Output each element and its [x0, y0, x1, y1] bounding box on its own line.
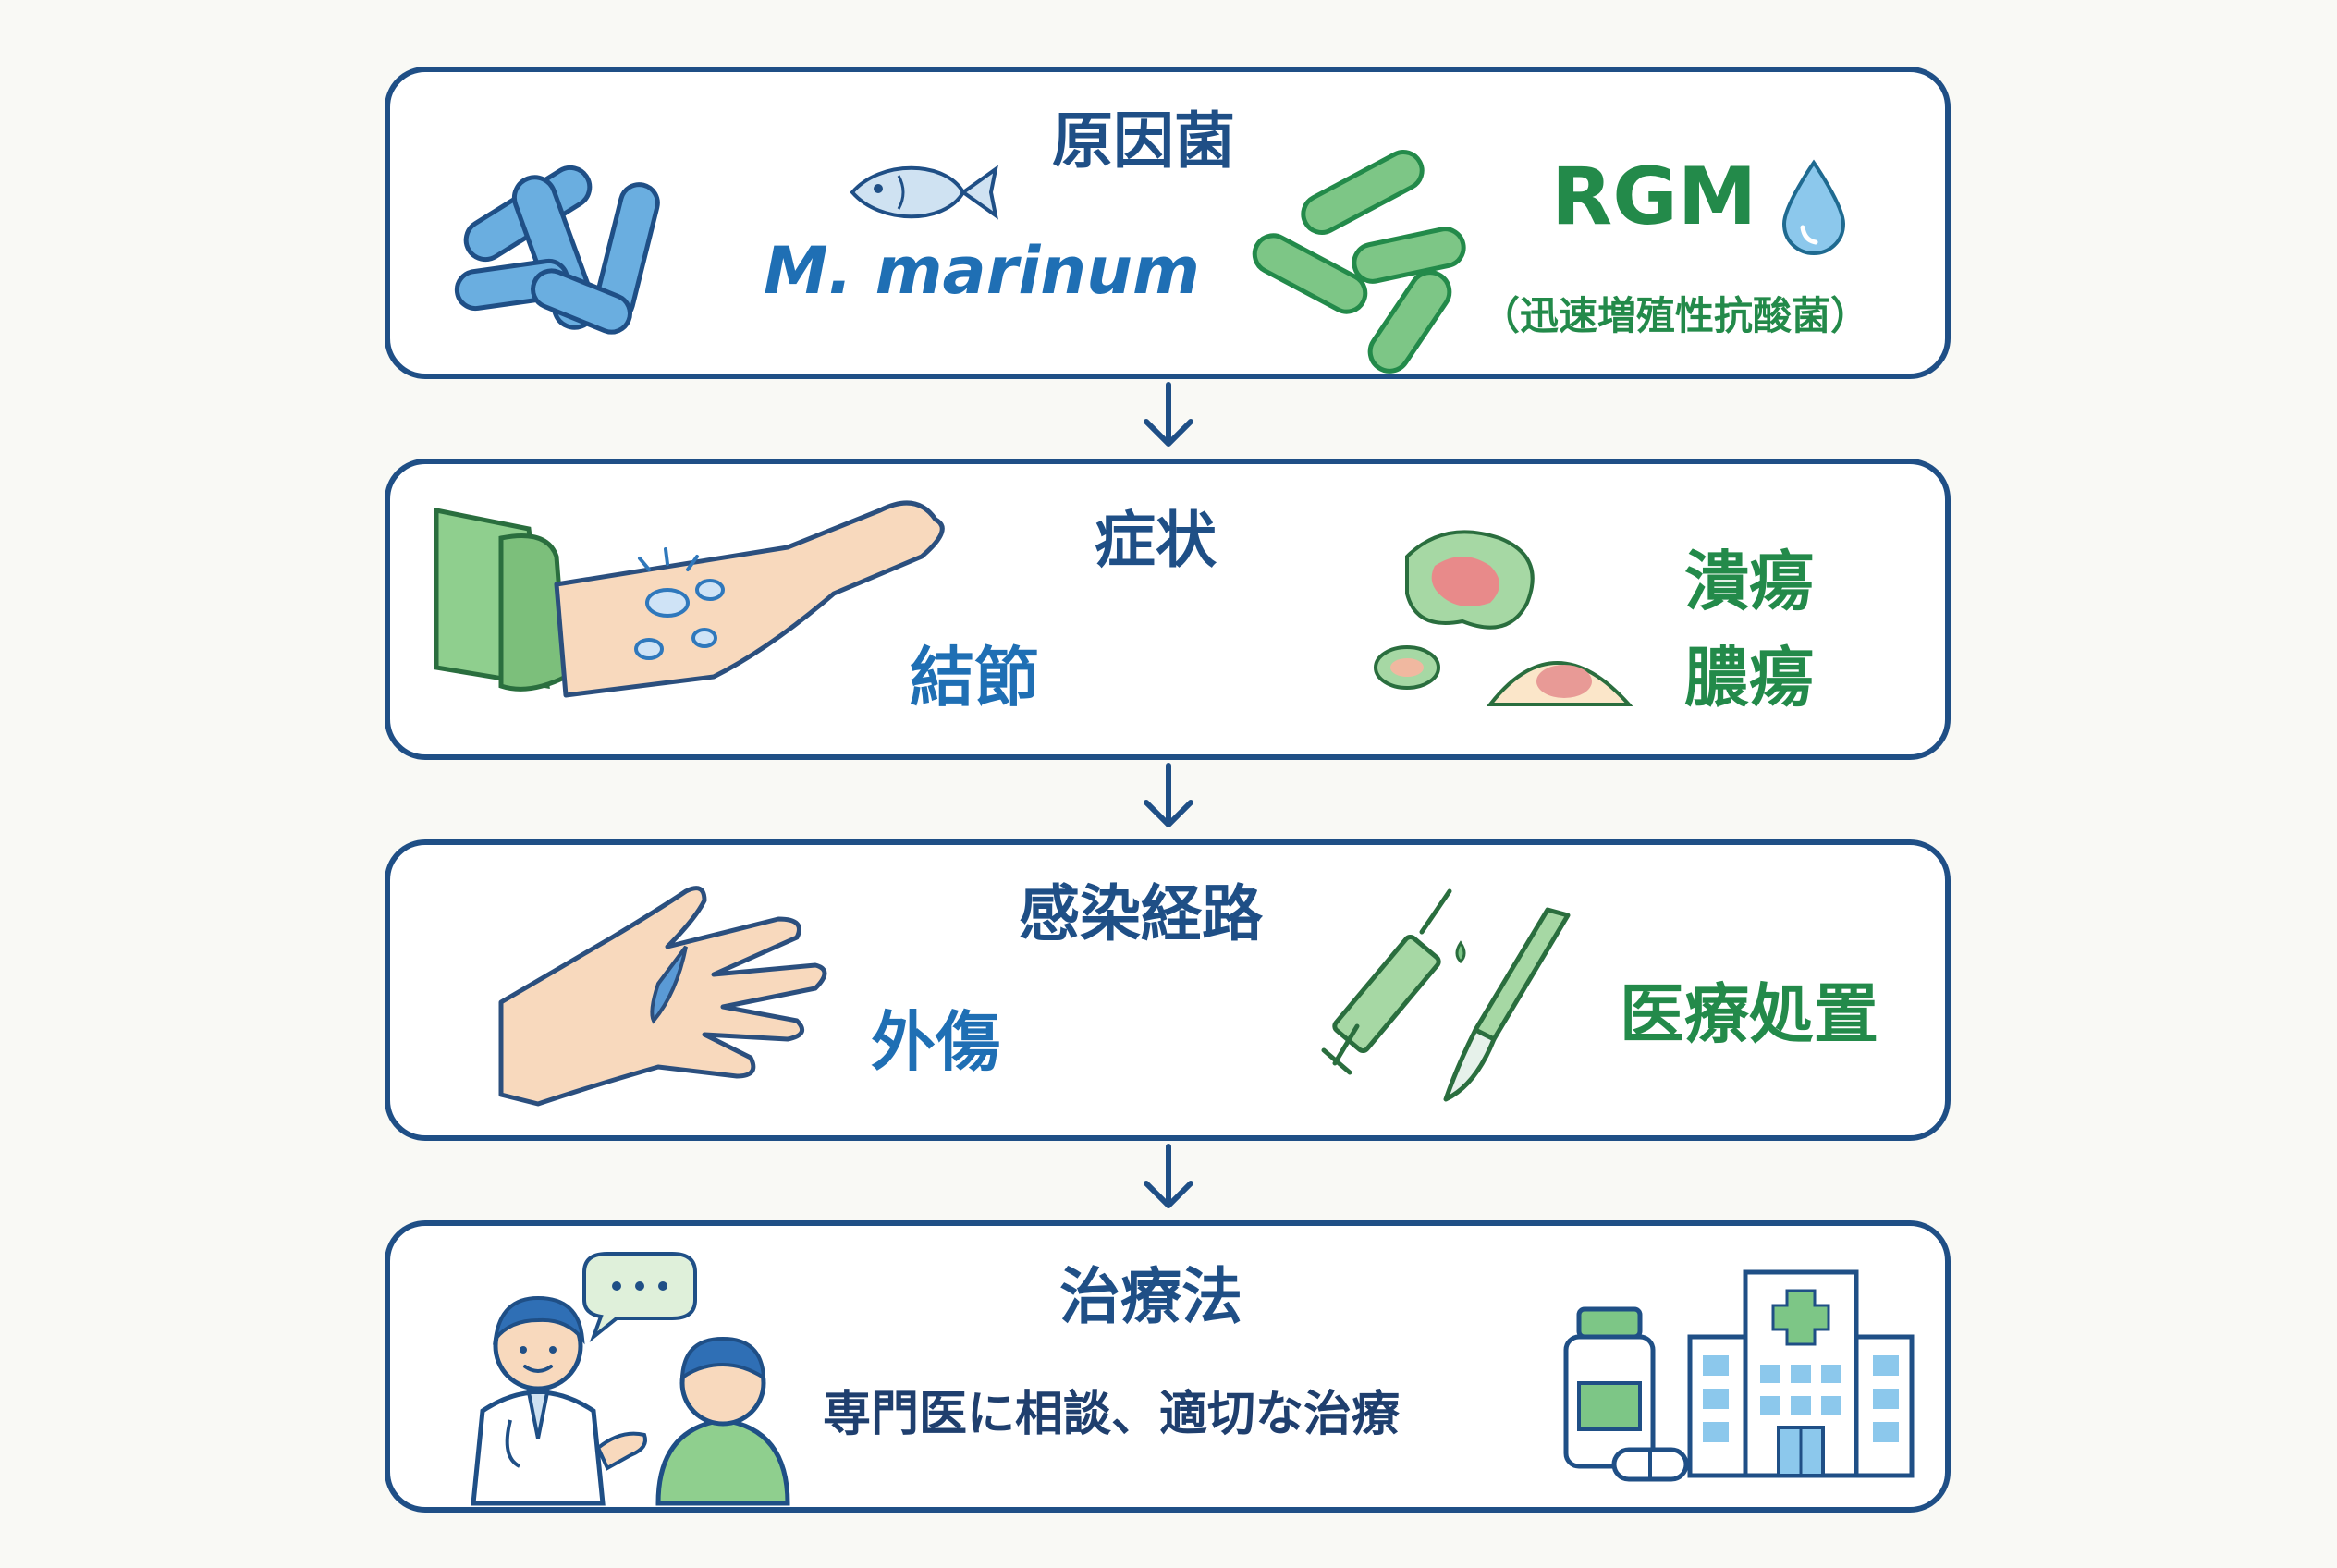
green-bacteria-icon — [1252, 150, 1466, 374]
section-symptoms: 症状 結節 潰瘍 膿瘍 — [385, 459, 1951, 760]
droplet-icon — [1781, 159, 1846, 256]
symptom-label-abscess: 膿瘍 — [1684, 640, 1814, 716]
arm-nodules-icon — [434, 500, 945, 698]
section-cause: 原因菌 M. marinum RGM （迅速増殖 — [385, 67, 1951, 379]
down-arrow-icon — [1144, 763, 1193, 827]
skin-lesion-icon — [1374, 530, 1633, 706]
section-infection-route: 感染経路 外傷 医療処置 — [385, 839, 1951, 1141]
hospital-icon — [1687, 1269, 1915, 1478]
down-arrow-icon — [1144, 1144, 1193, 1208]
section-title-cause: 原因菌 — [1052, 105, 1235, 177]
scalpel-icon — [1443, 907, 1571, 1102]
section-title-symptoms: 症状 — [1095, 505, 1217, 576]
symptom-label-ulcer: 潰瘍 — [1684, 544, 1814, 619]
doctor-patient-icon — [471, 1252, 790, 1506]
bacteria-subtitle-rgm: （迅速増殖性抗酸菌） — [1481, 293, 1870, 338]
section-treatment: 治療法 専門医に相談、適切な治療 — [385, 1220, 1951, 1513]
bacteria-rods-icon — [454, 165, 660, 335]
syringe-icon — [1321, 888, 1466, 1075]
treatment-text: 専門医に相談、適切な治療 — [823, 1387, 1401, 1442]
speech-bubble-icon — [582, 1252, 697, 1343]
wounded-hand-icon — [498, 886, 827, 1107]
section-title-infection-route: 感染経路 — [1019, 878, 1263, 949]
fish-icon — [850, 165, 998, 220]
route-label-injury: 外傷 — [871, 1004, 1000, 1080]
medicine-bottle-icon — [1563, 1306, 1689, 1482]
route-label-medical-procedure: 医療処置 — [1620, 976, 1878, 1052]
symptom-label-nodule: 結節 — [910, 640, 1039, 716]
down-arrow-icon — [1144, 382, 1193, 447]
bacteria-name-rgm: RGM — [1551, 151, 1757, 243]
section-title-treatment: 治療法 — [1059, 1261, 1242, 1332]
bacteria-name-marinum: M. marinum — [764, 233, 1200, 309]
